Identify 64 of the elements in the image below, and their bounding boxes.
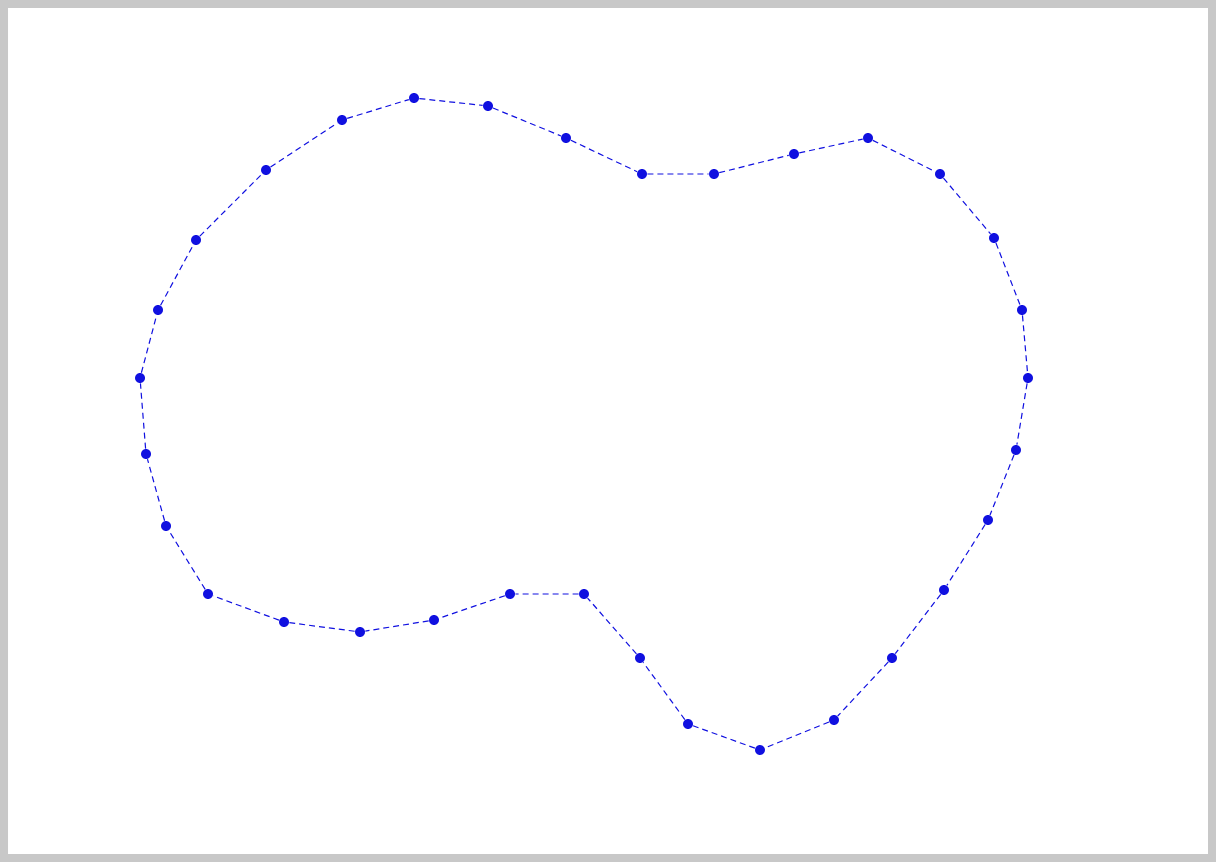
dashed-line [514,593,580,595]
data-point [409,93,419,103]
dashed-line [438,595,506,619]
dashed-line [570,139,638,173]
dashed-line [269,122,339,168]
data-point [709,169,719,179]
dashed-line [946,523,986,586]
data-point [887,652,897,663]
data-point [141,449,151,459]
data-point [505,589,515,599]
data-point [983,515,993,525]
data-point [1023,373,1033,383]
data-point [637,169,647,179]
dashed-line [586,597,638,655]
data-point [635,652,645,663]
dashed-line [492,107,562,137]
dashed-line [199,173,263,237]
dashed-line [364,620,430,632]
dashed-line [288,622,356,632]
dashed-line [989,454,1015,516]
dashed-line [692,725,756,749]
data-point [483,101,493,111]
dashed-line [168,529,206,590]
dashed-line [872,139,936,173]
dashed-line [837,661,889,717]
dashed-line [995,242,1021,306]
dashed-line [140,314,158,374]
data-point [789,149,799,159]
data-point [935,169,945,179]
dashed-line [942,177,992,235]
data-point [337,115,347,125]
dashed-line [1016,382,1028,446]
data-point [191,235,201,245]
data-point [579,589,589,599]
data-point [829,714,839,725]
data-point [203,589,213,599]
data-point [153,305,163,315]
data-point [939,585,949,595]
dashed-line [798,138,864,154]
dashed-line [764,721,830,749]
data-point [683,718,693,729]
data-point [135,373,145,383]
dashed-line [1021,314,1029,374]
data-point [279,617,289,627]
data-point [355,627,365,637]
dashed-line [160,244,195,306]
dashed-line [418,97,484,106]
data-point [261,165,271,175]
dashed-line [212,595,280,621]
dashed-line [646,173,710,175]
data-point [1011,445,1021,455]
data-point [863,133,873,143]
data-point [1017,305,1027,315]
dashed-line [139,382,147,450]
data-point [429,615,439,625]
data-point [755,744,765,755]
data-point [161,520,171,531]
dashed-line [346,98,410,119]
data-point [561,133,571,143]
data-point [989,233,999,243]
dashed-line [642,661,686,721]
dashed-line [894,593,942,655]
dashed-line [146,458,166,522]
dashed-line [718,154,790,174]
